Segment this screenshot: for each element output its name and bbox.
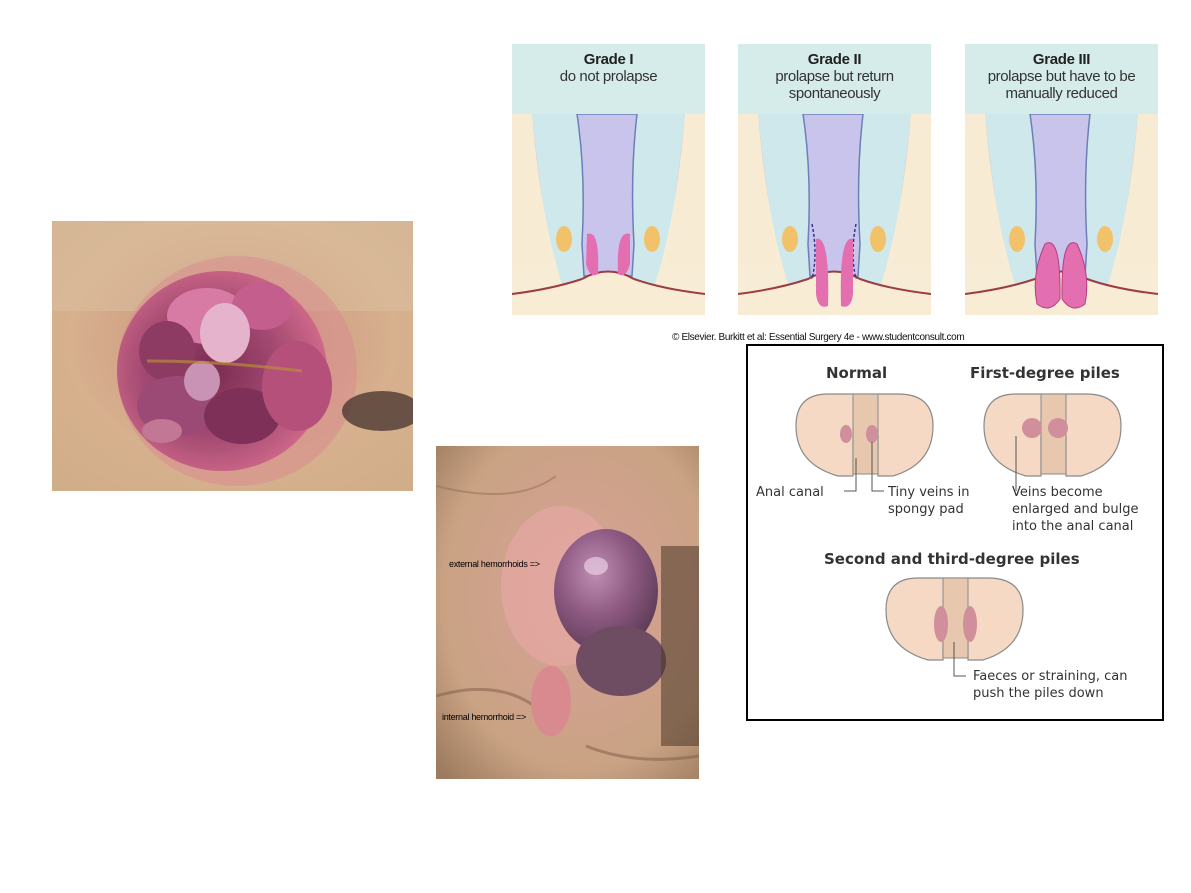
faeces-label-line-2: push the piles down xyxy=(973,686,1104,701)
grade-2-desc-line-2: spontaneously xyxy=(788,85,881,102)
veins-become-label-line-3: into the anal canal xyxy=(1012,519,1134,534)
tiny-veins-label-line-2: spongy pad xyxy=(888,502,964,517)
grade-1-desc: do not prolapse xyxy=(559,68,658,85)
grade-3-illustration xyxy=(965,114,1158,315)
veins-become-label-line-1: Veins become xyxy=(1012,485,1103,500)
grade-2-header: Grade II prolapse but return spontaneous… xyxy=(738,44,931,114)
grade-2-desc-line-1: prolapse but return xyxy=(775,68,894,85)
grade-1-title: Grade I xyxy=(583,51,634,68)
prolapsed-hemorrhoids-photo xyxy=(52,221,413,491)
piles-diagram: Normal First-degree piles Second and thi… xyxy=(746,344,1164,721)
external-internal-hemorrhoids-photo: external hemorrhoids => internal hemorrh… xyxy=(436,446,699,779)
grade-1-illustration xyxy=(512,114,705,315)
grade-1-header: Grade I do not prolapse xyxy=(512,44,705,114)
grade-3-desc-line-2: manually reduced xyxy=(1005,85,1118,102)
second-third-degree-illustration xyxy=(885,577,1024,677)
second-third-degree-heading: Second and third-degree piles xyxy=(824,550,1080,568)
first-degree-heading: First-degree piles xyxy=(970,364,1120,382)
grade-3-desc-line-1: prolapse but have to be xyxy=(987,68,1136,85)
internal-hemorrhoid-label: internal hemorrhoid => xyxy=(442,712,526,722)
normal-heading: Normal xyxy=(826,364,888,382)
normal-anatomy-illustration xyxy=(795,393,934,492)
grade-2-panel: Grade II prolapse but return spontaneous… xyxy=(738,44,931,315)
first-degree-illustration xyxy=(983,393,1122,491)
grade-2-illustration xyxy=(738,114,931,315)
faeces-label-line-1: Faeces or straining, can xyxy=(973,669,1128,684)
external-hemorrhoids-label: external hemorrhoids => xyxy=(449,559,540,569)
copyright-credit: © Elsevier. Burkitt et al: Essential Sur… xyxy=(672,332,965,343)
grade-2-title: Grade II xyxy=(807,51,862,68)
anal-canal-label: Anal canal xyxy=(756,485,824,500)
veins-become-label-line-2: enlarged and bulge xyxy=(1012,502,1139,517)
tiny-veins-label-line-1: Tiny veins in xyxy=(888,485,970,500)
grade-3-header: Grade III prolapse but have to be manual… xyxy=(965,44,1158,114)
grade-3-title: Grade III xyxy=(1032,51,1091,68)
grade-1-panel: Grade I do not prolapse xyxy=(512,44,705,315)
grade-3-panel: Grade III prolapse but have to be manual… xyxy=(965,44,1158,315)
